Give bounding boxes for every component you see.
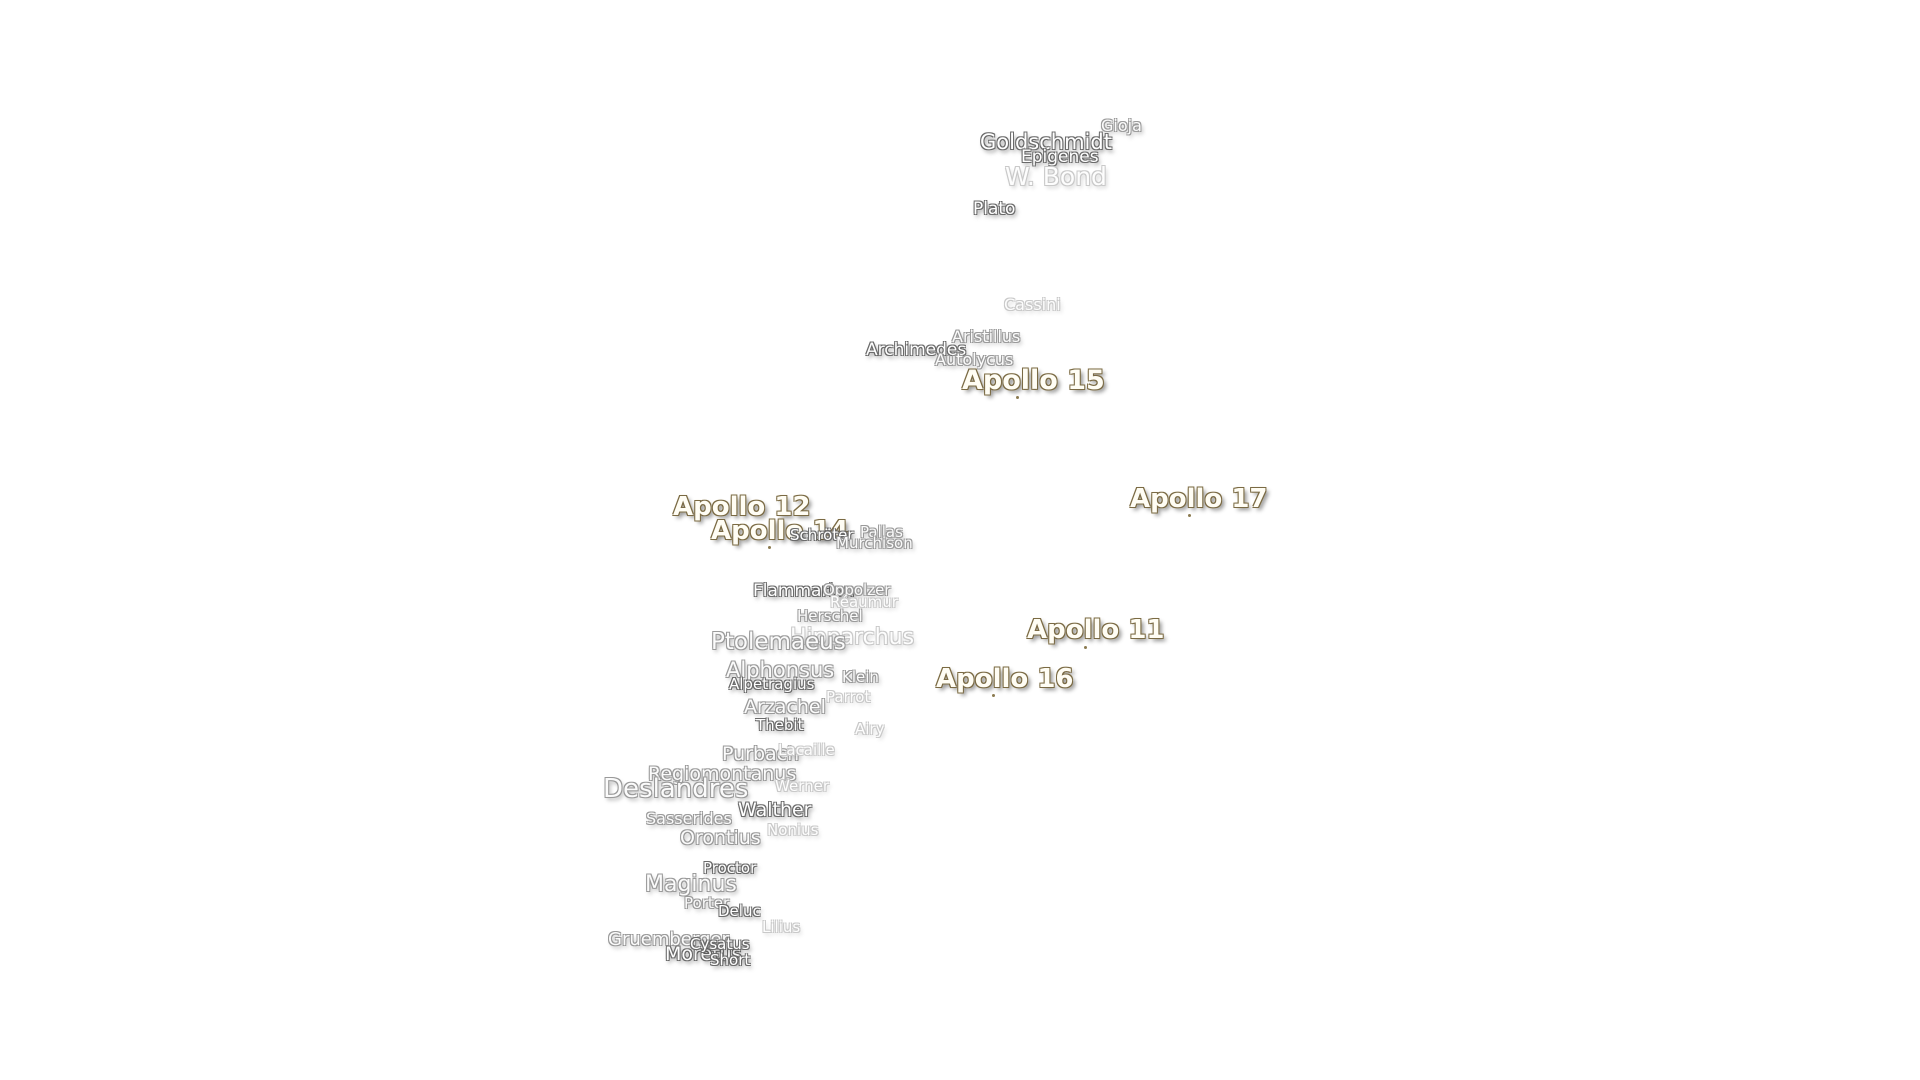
crater-label[interactable]: Ptolemaeus bbox=[711, 629, 846, 655]
crater-label[interactable]: Deslandres bbox=[603, 774, 749, 804]
crater-label[interactable]: Flammarion bbox=[753, 581, 855, 601]
crater-label[interactable]: Thebit bbox=[756, 716, 804, 734]
apollo-15-label[interactable]: Apollo 15 bbox=[962, 365, 1105, 396]
crater-label[interactable]: Murchison bbox=[836, 534, 913, 552]
crater-label[interactable]: Alphonsus bbox=[726, 658, 835, 682]
crater-label[interactable]: Goldschmidt bbox=[980, 130, 1112, 154]
crater-label[interactable]: Herschel bbox=[797, 607, 863, 625]
apollo-16-site-marker bbox=[992, 694, 995, 697]
apollo-11-label[interactable]: Apollo 11 bbox=[1027, 615, 1165, 645]
apollo-11-site-marker bbox=[1084, 646, 1087, 649]
crater-label[interactable]: Autolycus bbox=[935, 350, 1014, 369]
crater-label[interactable]: Moretus bbox=[665, 943, 742, 965]
apollo-17-label[interactable]: Apollo 17 bbox=[1130, 484, 1268, 514]
crater-label[interactable]: Aristillus bbox=[952, 327, 1021, 346]
crater-label[interactable]: Réaumur bbox=[830, 593, 898, 611]
crater-label[interactable]: Klein bbox=[842, 668, 879, 686]
crater-label[interactable]: Proctor bbox=[703, 859, 757, 877]
crater-label[interactable]: Oppolzer bbox=[823, 581, 891, 599]
crater-label[interactable]: Lacaille bbox=[778, 741, 835, 759]
crater-label[interactable]: Alpetragius bbox=[729, 675, 815, 693]
apollo-15-site-marker bbox=[1016, 396, 1019, 399]
apollo-12-site-marker bbox=[745, 530, 748, 533]
crater-label[interactable]: Porter bbox=[684, 894, 730, 912]
apollo-16-label[interactable]: Apollo 16 bbox=[936, 664, 1074, 694]
crater-label[interactable]: Gruemberger bbox=[608, 929, 729, 950]
crater-label[interactable]: Sasserides bbox=[646, 809, 732, 828]
crater-label[interactable]: Werner bbox=[775, 777, 829, 795]
crater-label[interactable]: Plato bbox=[973, 199, 1016, 219]
crater-label[interactable]: Schröter bbox=[790, 526, 854, 544]
crater-label[interactable]: Gioja bbox=[1101, 116, 1142, 135]
crater-label[interactable]: W. Bond bbox=[1005, 162, 1107, 191]
crater-label[interactable]: Cysatus bbox=[690, 935, 750, 953]
crater-label[interactable]: Purbach bbox=[722, 743, 800, 765]
crater-label[interactable]: Parrot bbox=[826, 688, 871, 706]
crater-label[interactable]: Arzachel bbox=[744, 696, 826, 718]
crater-label[interactable]: Regiomontanus bbox=[648, 763, 797, 785]
crater-label[interactable]: Nonius bbox=[767, 821, 819, 839]
crater-label[interactable]: Epigenes bbox=[1021, 147, 1099, 167]
apollo-14-label[interactable]: Apollo 14 bbox=[711, 516, 849, 546]
crater-label[interactable]: Walther bbox=[738, 799, 812, 821]
crater-label[interactable]: Deluc bbox=[718, 902, 761, 920]
crater-label[interactable]: Maginus bbox=[645, 872, 737, 897]
apollo-14-site-marker bbox=[768, 546, 771, 549]
apollo-12-label[interactable]: Apollo 12 bbox=[673, 492, 811, 522]
crater-label[interactable]: Cassini bbox=[1004, 295, 1061, 314]
crater-label[interactable]: Archimedes bbox=[866, 340, 967, 360]
crater-label[interactable]: Short bbox=[710, 951, 751, 969]
crater-label[interactable]: Orontius bbox=[680, 827, 761, 849]
crater-label[interactable]: Hipparchus bbox=[790, 625, 915, 650]
crater-label[interactable]: Lilius bbox=[762, 918, 801, 936]
crater-label[interactable]: Pallas bbox=[860, 523, 903, 541]
crater-label[interactable]: Airy bbox=[855, 720, 885, 738]
apollo-17-site-marker bbox=[1188, 514, 1191, 517]
